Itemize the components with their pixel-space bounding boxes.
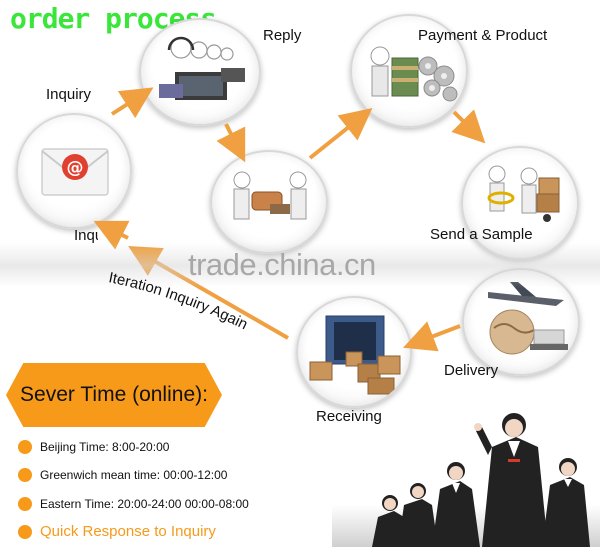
send-sample-label: Send a Sample xyxy=(430,226,533,243)
receiving-circle xyxy=(296,296,412,408)
handshake-icon xyxy=(233,171,307,220)
service-time-heading: Sever Time (online): xyxy=(20,383,208,406)
payment-product-label: Payment & Product xyxy=(418,27,548,44)
payment-product-circle xyxy=(350,14,468,128)
bullet-dot-icon xyxy=(18,524,32,539)
inquiry-circle: @ xyxy=(16,113,132,229)
delivery-label: Delivery xyxy=(444,362,499,379)
email-envelope-icon: @ xyxy=(41,148,109,196)
receiving-label: Receiving xyxy=(316,408,382,425)
send-sample-circle xyxy=(461,146,579,260)
time-text-eastern: Eastern Time: 20:00-24:00 00:00-08:00 xyxy=(40,496,249,511)
service-time-banner: Sever Time (online): xyxy=(6,363,222,427)
call-center-icon xyxy=(159,36,245,100)
customer-service-staff-icon xyxy=(332,413,600,547)
time-text-greenwich: Greenwich mean time: 00:00-12:00 xyxy=(40,467,228,482)
bullet-dot-icon xyxy=(18,496,32,511)
watermark-banner xyxy=(0,243,600,288)
reply-label: Reply xyxy=(263,27,302,44)
watermark: trade.china.cn xyxy=(188,247,376,282)
time-text-beijing: Beijing Time: 8:00-20:00 xyxy=(40,439,170,454)
quick-response-row: Quick Response to Inquiry xyxy=(18,523,216,541)
money-gears-icon xyxy=(370,46,458,102)
negotiation-circle xyxy=(210,150,328,254)
container-boxes-icon xyxy=(309,315,401,395)
svg-text:@: @ xyxy=(67,158,84,178)
svg-text:Iteration Inquiry Again: Iteration Inquiry Again xyxy=(107,269,250,333)
time-row-eastern: Eastern Time: 20:00-24:00 00:00-08:00 xyxy=(18,496,249,514)
bullet-dot-icon xyxy=(18,467,32,482)
inquiry-again-fragment: Inquiry xyxy=(74,227,98,244)
time-row-beijing: Beijing Time: 8:00-20:00 xyxy=(18,439,169,457)
time-row-greenwich: Greenwich mean time: 00:00-12:00 xyxy=(18,467,227,485)
inquiry-label: Inquiry xyxy=(46,86,92,103)
quick-response-text: Quick Response to Inquiry xyxy=(40,523,216,540)
reply-circle xyxy=(139,18,261,126)
bullet-dot-icon xyxy=(18,439,32,454)
hand-truck-icon xyxy=(487,165,560,222)
